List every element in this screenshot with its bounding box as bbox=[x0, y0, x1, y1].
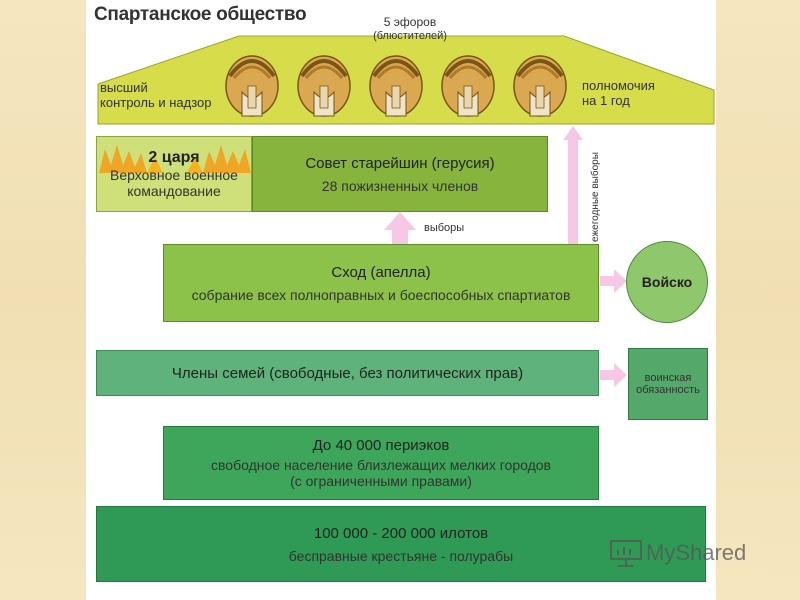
perioeci-title: До 40 000 периэков bbox=[312, 437, 450, 454]
army-label: Войско bbox=[641, 274, 693, 290]
watermark: MyShared bbox=[608, 538, 746, 568]
kings-title: 2 царя bbox=[148, 149, 200, 166]
ephors-helmets-icon bbox=[224, 54, 568, 118]
elections-label: выборы bbox=[424, 222, 465, 234]
roof-left-line1: высший bbox=[100, 80, 148, 95]
helots-box: 100 000 - 200 000 илотов бесправные крес… bbox=[96, 506, 706, 582]
presentation-board-icon bbox=[610, 540, 642, 567]
kings-line2: командование bbox=[127, 183, 221, 199]
ephors-subtitle: (блюстителей) bbox=[373, 30, 447, 42]
gerousia-box: Совет старейшин (герусия) 28 пожизненных… bbox=[252, 136, 548, 212]
gerousia-subtitle: 28 пожизненных членов bbox=[321, 177, 479, 194]
perioeci-box: До 40 000 периэков свободное население б… bbox=[163, 426, 599, 500]
perioeci-line1: свободное население близлежащих мелких г… bbox=[211, 457, 551, 473]
roof-left-label: высший контроль и надзор bbox=[100, 80, 211, 110]
roof-right-line1: полномочия bbox=[582, 78, 655, 93]
military-duty-line2: обязанность bbox=[636, 384, 700, 396]
right-background bbox=[716, 0, 800, 600]
watermark-brand: MyShared bbox=[646, 540, 747, 565]
helots-subtitle: бесправные крестьяне - полурабы bbox=[288, 547, 514, 564]
flames-icon bbox=[99, 145, 251, 173]
ephors-title: 5 эфоров bbox=[383, 15, 437, 29]
army-arrow bbox=[600, 269, 627, 293]
helots-title: 100 000 - 200 000 илотов bbox=[313, 524, 489, 542]
military-duty-arrow bbox=[600, 363, 627, 387]
roof-right-line2: на 1 год bbox=[582, 93, 630, 108]
left-background bbox=[0, 0, 86, 600]
gerousia-title: Совет старейшин (герусия) bbox=[305, 154, 495, 172]
roof-left-line2: контроль и надзор bbox=[100, 95, 212, 110]
families-box: Члены семей (свободные, без политических… bbox=[96, 350, 599, 396]
military-duty-line1: воинская bbox=[644, 372, 692, 384]
families-title: Члены семей (свободные, без политических… bbox=[171, 364, 524, 382]
perioeci-line2: (с ограниченными правами) bbox=[290, 473, 472, 489]
roof-right-label: полномочия на 1 год bbox=[582, 78, 655, 108]
army-circle: Войско bbox=[626, 241, 708, 323]
apella-title: Сход (апелла) bbox=[331, 263, 431, 281]
kings-line1: Верховное военное bbox=[110, 167, 238, 183]
annual-elections-arrow bbox=[563, 126, 583, 244]
diagram-title: Спартанское общество bbox=[94, 4, 307, 25]
elections-arrow bbox=[384, 212, 416, 246]
military-duty-box: воинская обязанность bbox=[628, 348, 708, 420]
annual-elections-label: ежегодные выборы bbox=[590, 152, 601, 242]
apella-subtitle: собрание всех полноправных и боеспособны… bbox=[191, 286, 571, 303]
kings-box: 2 царя Верховное военное командование bbox=[96, 136, 252, 212]
apella-box: Сход (апелла) собрание всех полноправных… bbox=[163, 244, 599, 322]
